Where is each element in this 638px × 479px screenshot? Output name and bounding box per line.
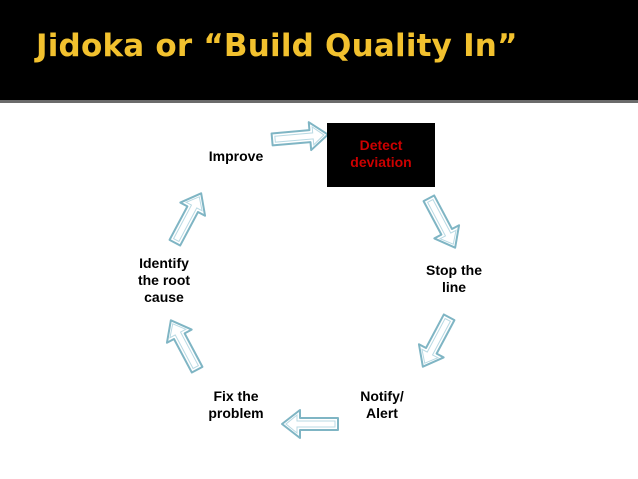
node-stop-the-line: Stop the line: [412, 262, 496, 296]
node-stop-line-2: line: [441, 279, 467, 295]
node-fix-the-problem: Fix the problem: [196, 388, 276, 422]
arrow-fix-to-identify: [157, 312, 211, 378]
node-identify-line-1: Identify: [139, 255, 189, 271]
node-notify-alert: Notify/ Alert: [344, 388, 420, 422]
arrow-identify-to-improve: [161, 185, 215, 251]
node-improve: Improve: [196, 148, 276, 165]
node-identify-line-2: the root: [137, 272, 191, 288]
arrow-stop-to-notify: [409, 309, 463, 375]
node-notify-line-1: Notify/: [360, 388, 404, 404]
title-divider: [0, 100, 638, 103]
node-stop-line-1: Stop the: [426, 262, 482, 278]
node-identify-root-cause: Identify the root cause: [122, 255, 206, 306]
node-detect-line-2: deviation: [350, 154, 412, 170]
node-fix-line-1: Fix the: [213, 388, 259, 404]
arrow-notify-to-fix: [281, 409, 339, 439]
node-detect-deviation: Detect deviation: [327, 123, 435, 187]
node-fix-line-2: problem: [208, 405, 264, 421]
slide-title: Jidoka or “Build Quality In”: [36, 28, 518, 64]
title-bar: Jidoka or “Build Quality In”: [0, 0, 638, 100]
node-notify-line-2: Alert: [366, 405, 398, 421]
node-improve-line-1: Improve: [208, 148, 264, 164]
arrow-improve-to-detect: [269, 119, 331, 155]
node-identify-line-3: cause: [144, 289, 184, 305]
node-detect-line-1: Detect: [359, 137, 403, 153]
arrow-detect-to-stop: [415, 190, 469, 256]
